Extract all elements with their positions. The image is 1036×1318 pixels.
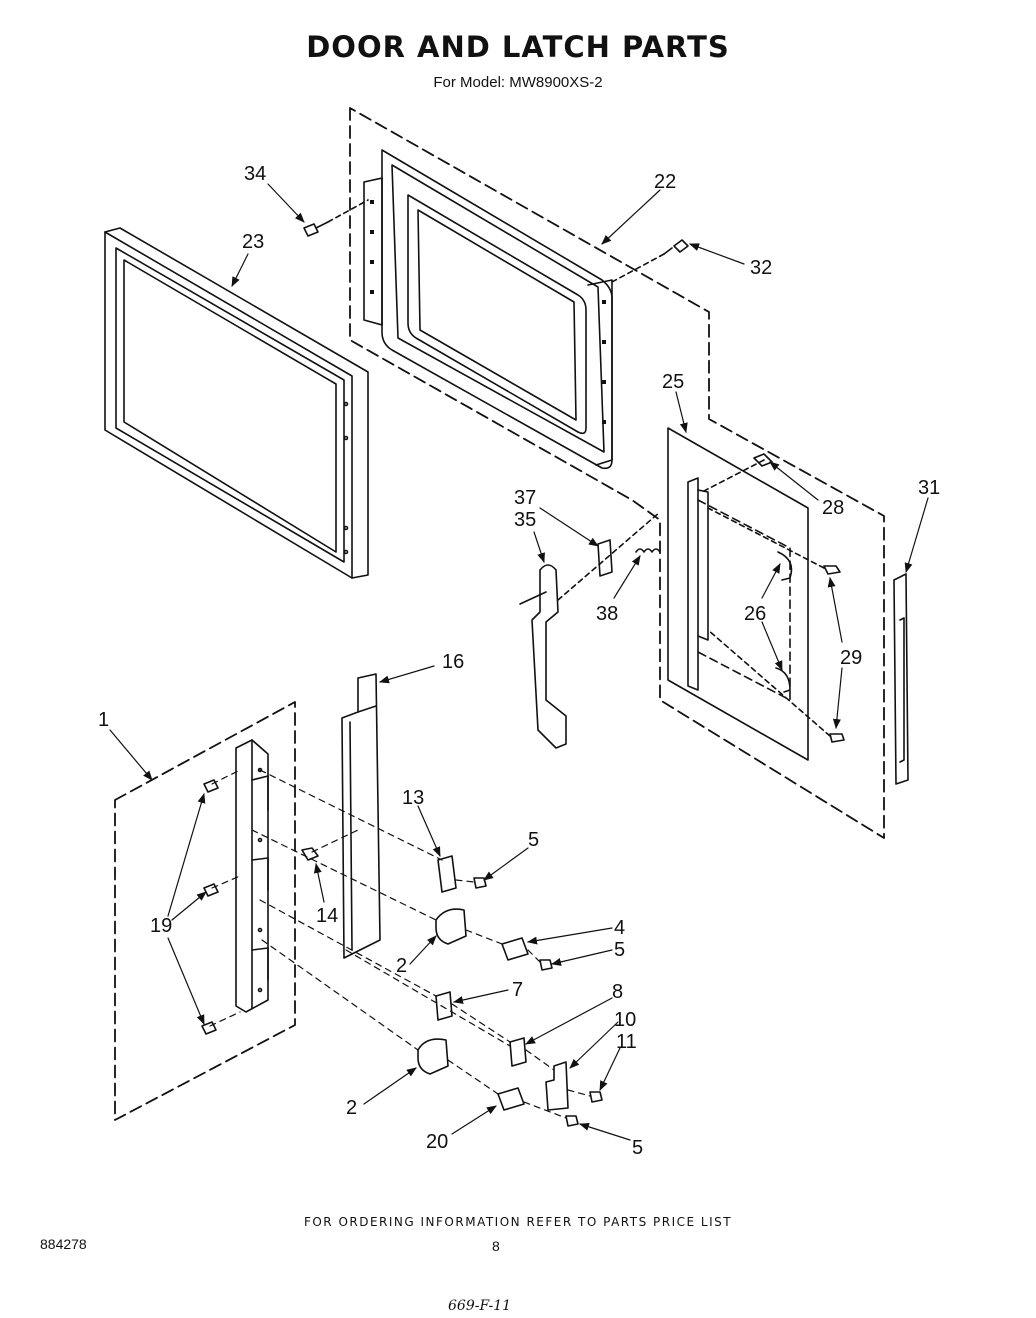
- callout-8: 8: [612, 981, 623, 1003]
- callout-2-upper: 2: [396, 955, 407, 977]
- ordering-note: FOR ORDERING INFORMATION REFER TO PARTS …: [303, 1215, 733, 1229]
- outer-door-panel-part: [104, 227, 369, 579]
- latch-spring-part: [635, 548, 661, 553]
- document-number: 884278: [40, 1236, 87, 1252]
- callout-34: 34: [244, 163, 266, 185]
- bracket-10-part: [545, 1061, 569, 1111]
- callout-5-middle: 5: [614, 939, 625, 961]
- page-title: DOOR AND LATCH PARTS: [306, 30, 730, 64]
- choke-strip-part: [893, 573, 909, 785]
- callout-2-lower: 2: [346, 1097, 357, 1119]
- callout-13: 13: [402, 787, 424, 809]
- callout-4: 4: [614, 917, 625, 939]
- callout-38: 38: [596, 603, 618, 625]
- callout-35: 35: [514, 509, 536, 531]
- callout-16: 16: [442, 651, 464, 673]
- screw-32-part: [611, 239, 689, 283]
- actuator-20-part: [497, 1087, 525, 1111]
- door-assembly-boundary: [349, 107, 885, 839]
- callout-labels: 34 23 22 32 25 28 31 37 35 38 26 29 16 1…: [98, 163, 940, 1159]
- model-subtitle: For Model: MW8900XS-2: [433, 74, 603, 91]
- assembly-boundaries: [114, 107, 885, 1121]
- callout-10: 10: [614, 1009, 636, 1031]
- callout-26: 26: [744, 603, 766, 625]
- callout-7: 7: [512, 979, 523, 1001]
- callout-23: 23: [242, 231, 264, 253]
- assembly-lines: [209, 769, 591, 1119]
- callout-5-lower: 5: [632, 1137, 643, 1159]
- screws-19-part: [201, 779, 219, 1035]
- handwritten-note: 669-F-11: [448, 1298, 512, 1314]
- callout-37: 37: [514, 487, 536, 509]
- callout-14: 14: [316, 905, 338, 927]
- insulator-7-part: [435, 991, 453, 1021]
- callout-32: 32: [750, 257, 772, 279]
- latch-lever-part: [519, 511, 661, 749]
- callout-11: 11: [616, 1031, 637, 1053]
- callout-28: 28: [822, 497, 844, 519]
- leader-lines: [109, 183, 929, 1141]
- page-number: 8: [492, 1238, 500, 1254]
- callout-31: 31: [918, 477, 940, 499]
- screw-34-part: [303, 199, 369, 237]
- callout-22: 22: [654, 171, 676, 193]
- callout-20: 20: [426, 1131, 448, 1153]
- latch-cover-part: [341, 673, 381, 959]
- latch-cam-2-upper-part: [435, 908, 467, 945]
- callout-1: 1: [98, 709, 109, 731]
- callout-5-upper: 5: [528, 829, 539, 851]
- callout-19: 19: [150, 915, 172, 937]
- hinge-assembly-part: [667, 427, 845, 761]
- latch-assembly-boundary: [114, 701, 296, 1121]
- latch-hook-part: [597, 539, 613, 577]
- screws-5-part: [473, 877, 603, 1127]
- latch-cam-2-lower-part: [417, 1038, 449, 1075]
- inner-door-frame-part: [363, 149, 613, 470]
- callout-25: 25: [662, 371, 684, 393]
- latch-switch-13-part: [437, 855, 457, 893]
- callout-29: 29: [840, 647, 862, 669]
- latch-body-part: [235, 739, 269, 1013]
- actuator-4-part: [501, 937, 529, 961]
- switch-8-part: [509, 1037, 527, 1067]
